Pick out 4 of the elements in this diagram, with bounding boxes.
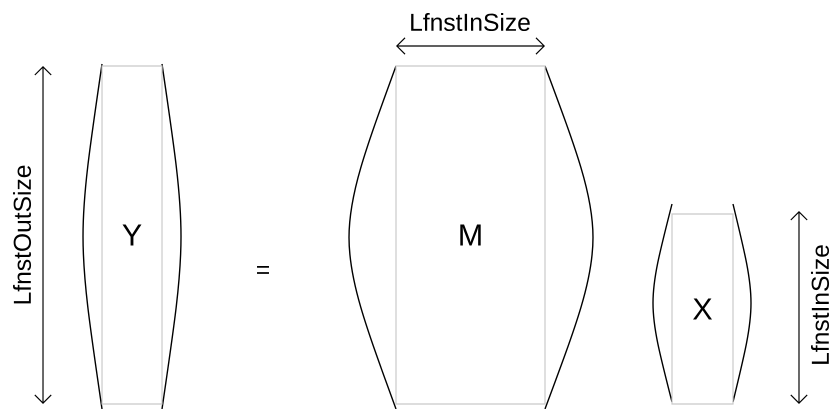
matrix-box: M: [395, 65, 546, 405]
equals-sign: =: [257, 266, 269, 274]
matrix-box: Y: [101, 65, 163, 405]
matrix-box: X: [671, 213, 734, 405]
